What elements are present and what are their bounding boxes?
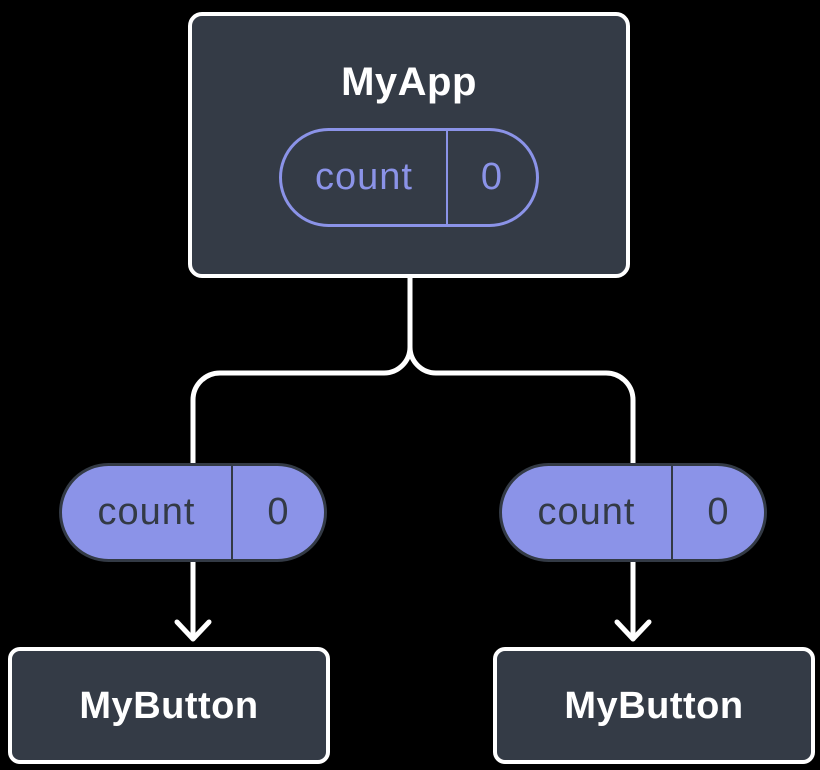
node-myapp-title: MyApp — [341, 60, 477, 104]
arrow-right-head — [614, 619, 652, 642]
node-mybutton-left: MyButton — [8, 647, 330, 764]
state-pill-left-name: count — [62, 466, 233, 559]
node-myapp: MyApp count 0 — [188, 12, 630, 278]
state-pill-right: count 0 — [499, 463, 767, 562]
node-mybutton-right: MyButton — [493, 647, 815, 764]
connector-left-branch — [190, 273, 413, 466]
state-pill-right-value: 0 — [707, 491, 730, 533]
node-mybutton-right-title: MyButton — [564, 684, 744, 727]
state-pill-left-value: 0 — [267, 491, 290, 533]
state-pill-root-name: count — [282, 131, 448, 224]
arrow-left-head — [174, 619, 212, 642]
state-pill-left: count 0 — [59, 463, 327, 562]
state-pill-root: count 0 — [279, 128, 539, 227]
connector-right-branch — [407, 273, 636, 466]
node-mybutton-left-title: MyButton — [79, 684, 259, 727]
state-pill-root-value: 0 — [480, 156, 504, 198]
state-pill-right-name: count — [502, 466, 673, 559]
